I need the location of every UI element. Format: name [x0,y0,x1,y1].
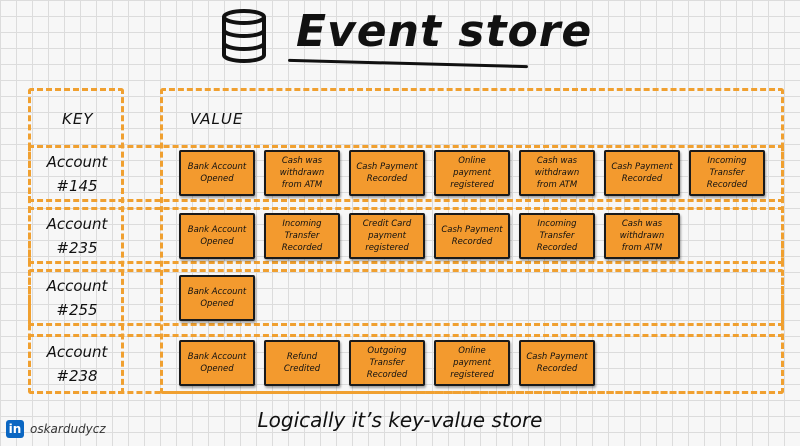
event-sticky: Cash Payment Recorded [349,150,425,196]
account-label: Account [46,215,108,233]
value-header: VALUE [190,110,244,128]
event-sticky: Bank Account Opened [179,213,255,259]
event-sticky: Bank Account Opened [179,275,255,321]
account-key: Account #235 [12,212,142,260]
author-badge: in oskardudycz [6,420,106,438]
event-sticky: Cash Payment Recorded [519,340,595,386]
title-underline [288,58,528,69]
account-label: Account [46,343,108,361]
linkedin-icon: in [6,420,24,438]
event-sticky: Bank Account Opened [179,340,255,386]
event-sticky: Cash was withdrawn from ATM [519,150,595,196]
event-sticky: Online payment registered [434,150,510,196]
event-sticky: Cash was withdrawn from ATM [604,213,680,259]
row-frame [28,269,784,326]
account-number: #145 [56,177,98,195]
row-frame [28,207,784,264]
event-sticky: Incoming Transfer Recorded [264,213,340,259]
event-sticky: Cash Payment Recorded [434,213,510,259]
page-title: Event store [296,6,593,57]
event-sticky: Incoming Transfer Recorded [689,150,765,196]
event-sticky: Bank Account Opened [179,150,255,196]
footer-caption: Logically it’s key-value store [257,408,543,432]
event-sticky: Refund Credited [264,340,340,386]
event-sticky: Online payment registered [434,340,510,386]
account-key: Account #255 [12,274,142,322]
event-sticky: Cash Payment Recorded [604,150,680,196]
event-sticky: Incoming Transfer Recorded [519,213,595,259]
row-frame [28,145,784,202]
author-handle: oskardudycz [30,422,106,436]
event-sticky: Outgoing Transfer Recorded [349,340,425,386]
account-number: #255 [56,301,98,319]
account-key: Account #145 [12,150,142,198]
account-label: Account [46,153,108,171]
account-key: Account #238 [12,340,142,388]
database-icon [222,9,266,63]
key-header: KEY [62,110,94,128]
account-number: #235 [56,239,98,257]
account-label: Account [46,277,108,295]
account-number: #238 [56,367,98,385]
event-sticky: Credit Card payment registered [349,213,425,259]
row-frame [28,334,784,394]
event-sticky: Cash was withdrawn from ATM [264,150,340,196]
